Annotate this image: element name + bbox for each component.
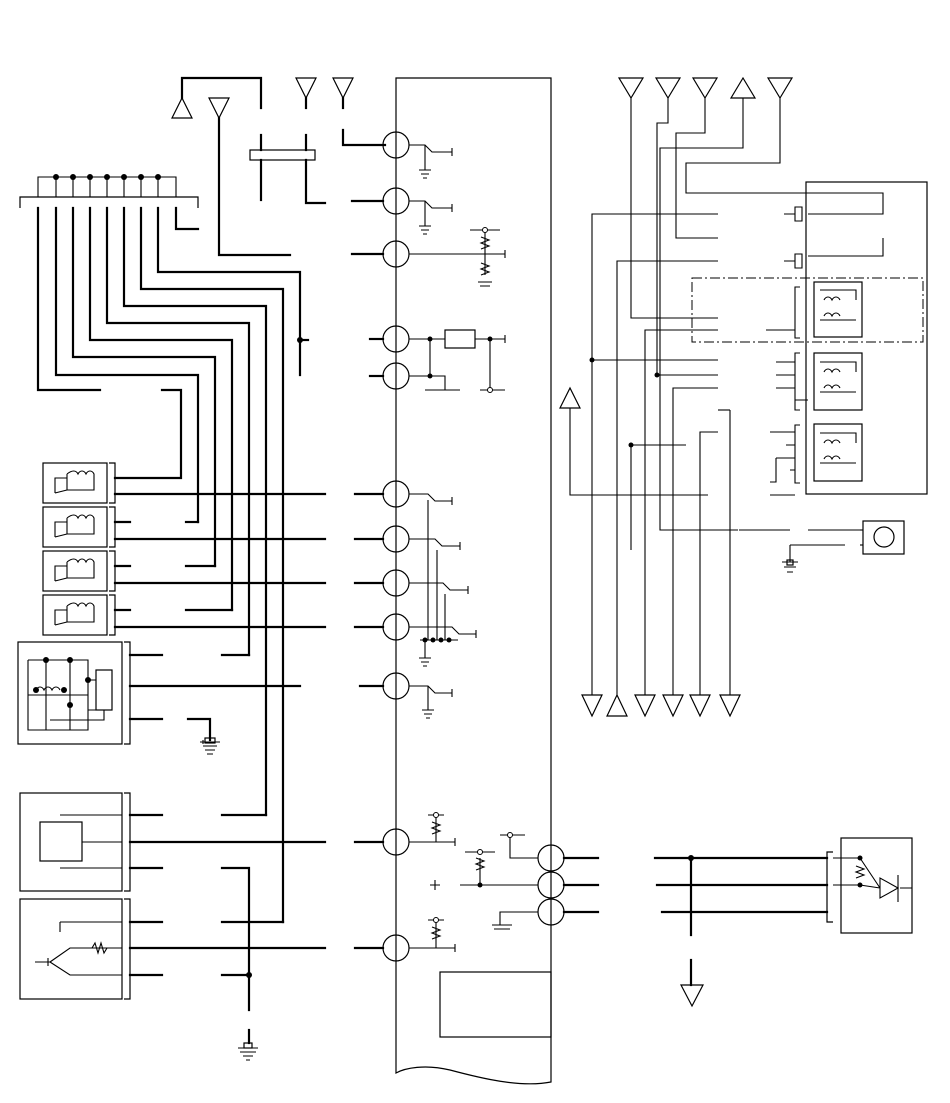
left-module [17, 641, 385, 755]
speaker-module [653, 837, 913, 1008]
left-relays [42, 462, 385, 636]
down-arrow-terminal-icon [719, 694, 741, 718]
inner-module-box [439, 971, 552, 1038]
down-arrow-terminal-icon [332, 77, 354, 100]
dashed-relay-group [691, 277, 924, 343]
fuse-block [19, 174, 199, 208]
module-box [17, 641, 123, 745]
control-unit-pins-left [350, 131, 410, 962]
internal-transistors [409, 144, 506, 952]
right-relay-box [691, 181, 928, 573]
down-arrow-terminal-icon [766, 77, 794, 100]
down-arrow-terminal-icon [634, 694, 656, 718]
lower-left-modules [19, 792, 385, 1061]
down-arrow-terminal-icon [680, 984, 704, 1008]
control-unit-pins-right [430, 832, 600, 930]
relay-box [42, 594, 108, 636]
relay-enclosure [805, 181, 928, 495]
up-arrow-terminal-icon [559, 386, 581, 409]
up-arrow-terminal-icon [171, 96, 193, 119]
right-terminals [559, 76, 794, 409]
top-left-terminals [171, 76, 387, 257]
sensor-box [862, 520, 905, 555]
relay-box [42, 462, 108, 504]
down-arrow-terminal-icon [208, 97, 230, 120]
module-box [19, 898, 123, 1000]
relay-box [42, 506, 108, 548]
down-arrow-terminal-icon [654, 77, 682, 100]
down-arrow-terminal-icon [617, 77, 645, 100]
switch-block [249, 149, 316, 161]
right-wiring [569, 98, 884, 718]
down-arrow-terminal-icon [662, 694, 684, 718]
control-unit [395, 77, 552, 1085]
up-arrow-terminal-icon [606, 693, 628, 717]
down-arrow-terminal-icon [691, 77, 719, 100]
sensor-icon [873, 526, 895, 548]
fuse-wires [36, 206, 310, 924]
up-arrow-terminal-icon [729, 76, 757, 99]
down-arrow-terminal-icon [689, 694, 711, 718]
relay-box [42, 550, 108, 592]
down-arrow-terminal-icon [295, 77, 317, 100]
down-arrow-terminal-icon [581, 694, 603, 718]
